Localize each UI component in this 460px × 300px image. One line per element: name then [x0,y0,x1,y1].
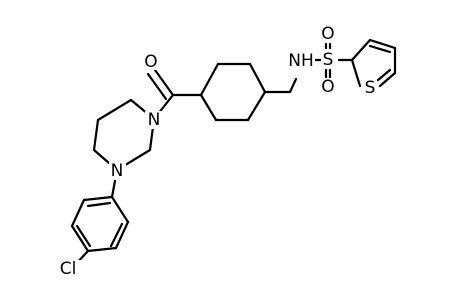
atom-labels: O N N Cl NH S O O S [55,24,377,279]
chlorophenyl-ring [70,195,130,253]
atom-oxygen-sulfonyl-bottom: O [321,77,334,97]
piperazine-ring [92,98,156,172]
atom-oxygen-sulfonyl-top: O [321,24,334,44]
atom-nitrogen-sulfonamide: NH [288,51,314,71]
thiophene-ring [350,38,397,88]
atom-sulfur-thiophene: S [365,78,376,98]
atom-nitrogen-amide: N [148,110,161,130]
ch2-n-bond [288,77,298,94]
atom-chlorine: Cl [60,259,77,279]
atom-nitrogen-aryl: N [111,161,124,181]
atom-oxygen-carbonyl: O [144,52,157,72]
carbonyl-group [146,68,203,121]
atom-sulfur-sulfonyl: S [323,50,334,70]
cyclohexane-ring [199,62,267,122]
